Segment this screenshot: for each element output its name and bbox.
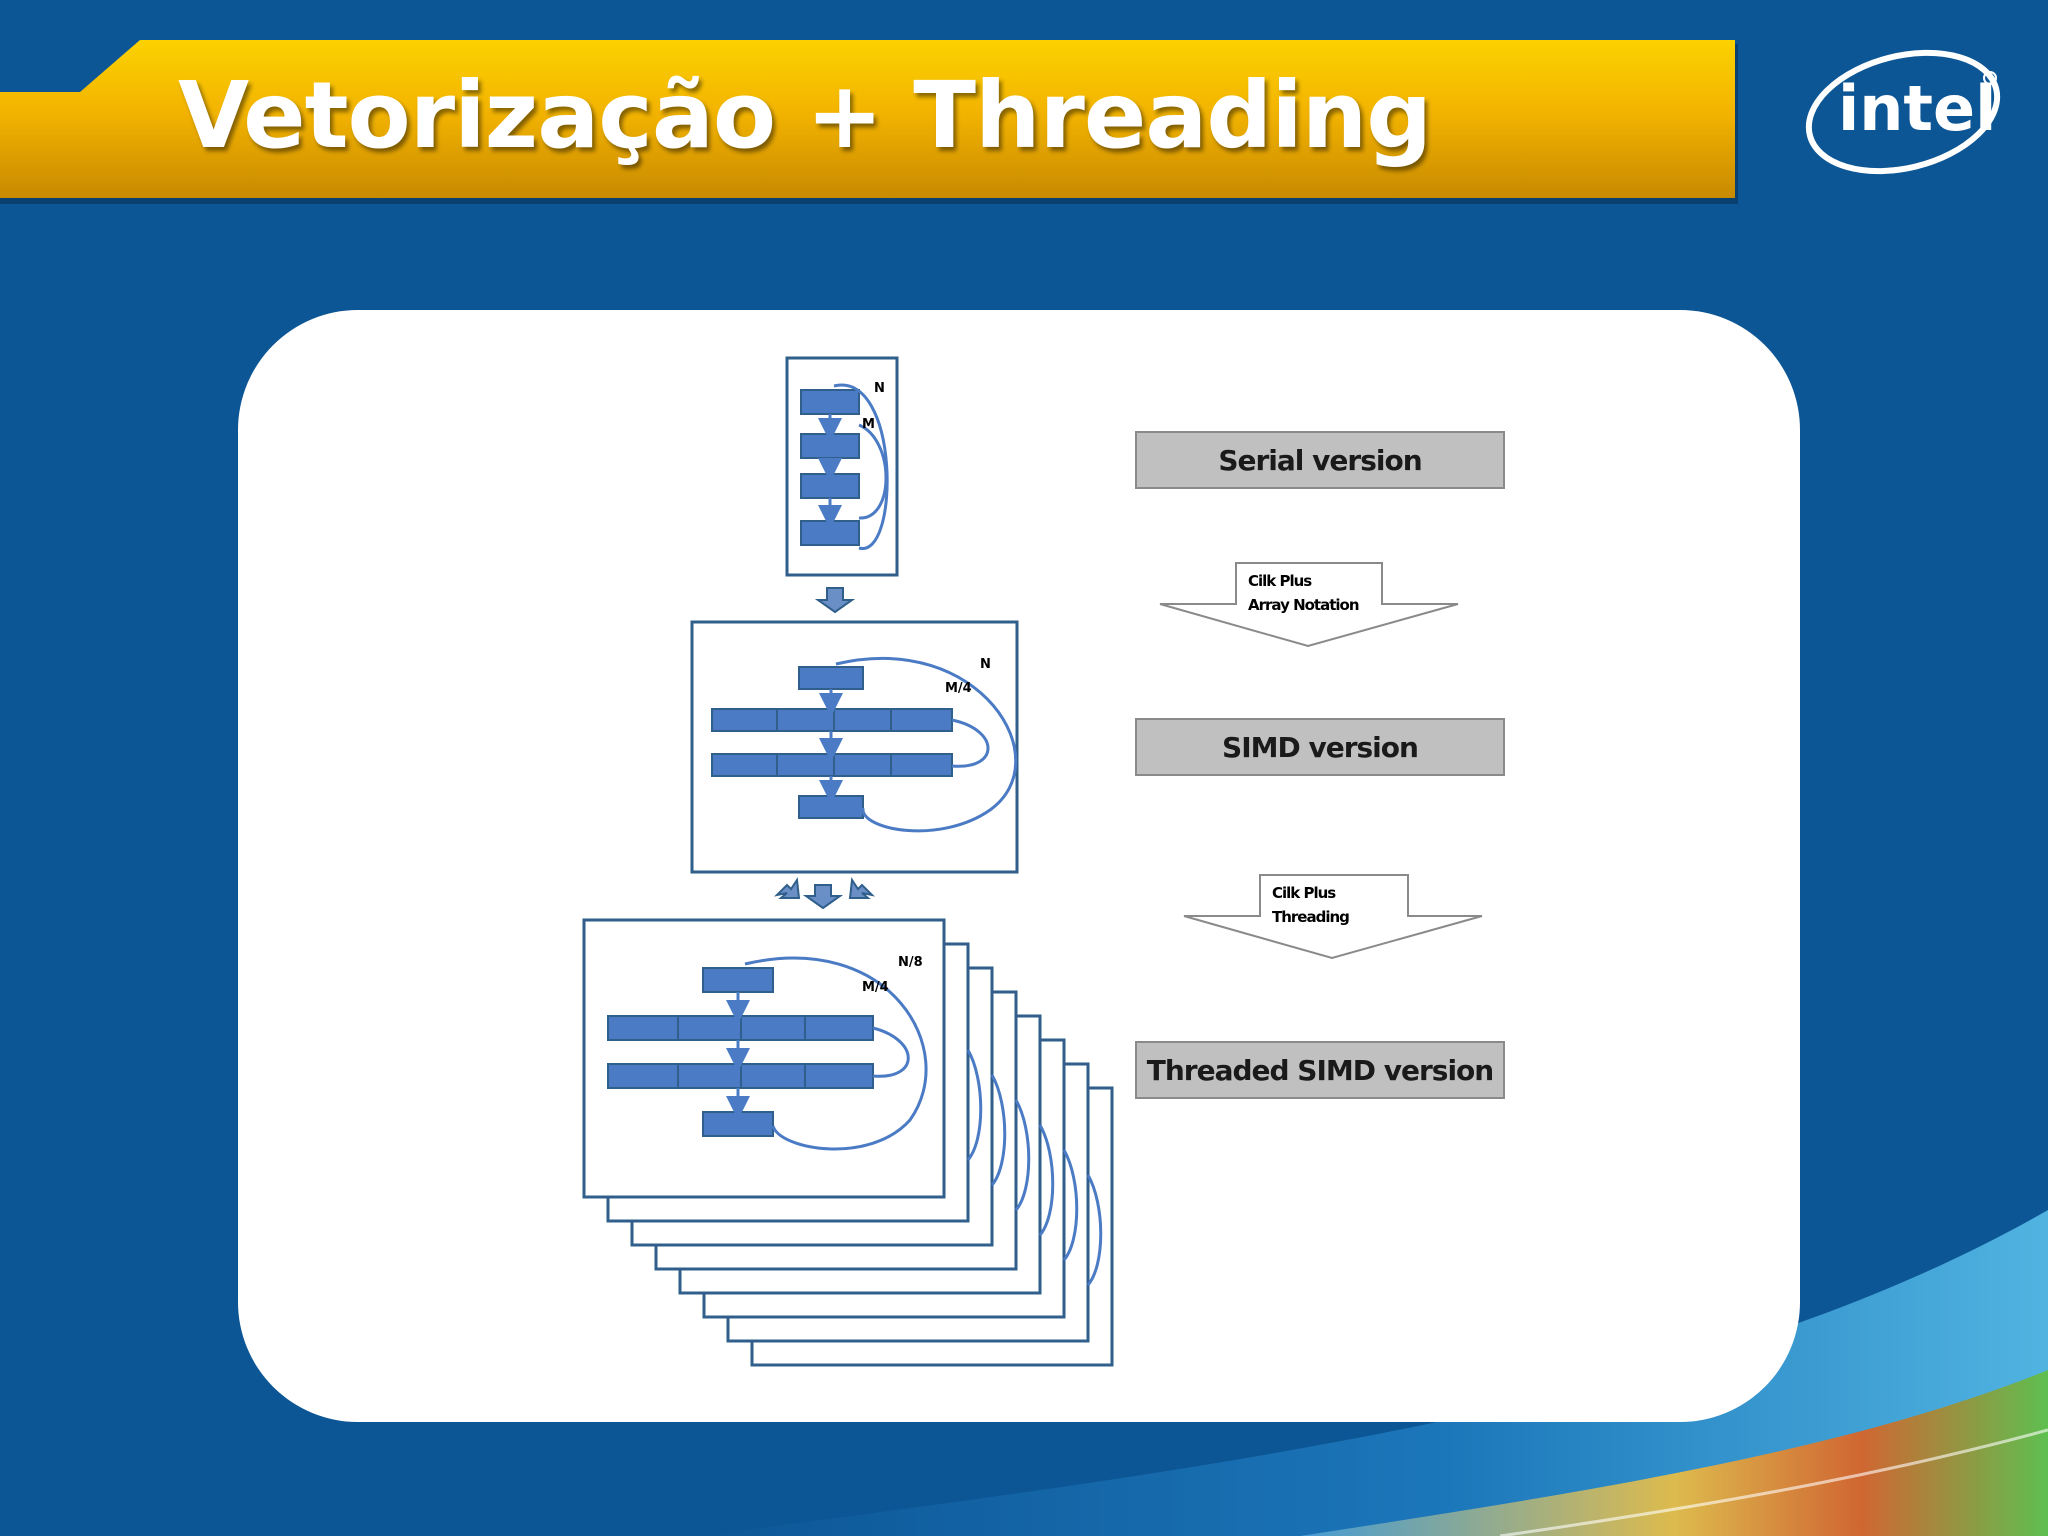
simd-version-label: SIMD version [1135, 718, 1505, 776]
transition-2-line2: Threading [1272, 908, 1350, 926]
threaded-outer-label: N/8 [898, 955, 923, 970]
transition-arrow-threading [1183, 874, 1483, 960]
threaded-simd-version-label: Threaded SIMD version [1135, 1041, 1505, 1099]
transition-arrow-array-notation [1159, 562, 1459, 648]
transition-1-line1: Cilk Plus [1248, 572, 1312, 590]
serial-inner-label: M [862, 417, 875, 432]
transition-1-line2: Array Notation [1248, 596, 1360, 614]
serial-version-label: Serial version [1135, 431, 1505, 489]
threaded-simd-diagram: N/8 M/4 [582, 918, 1114, 1367]
threading-text: Cilk Plus Threading [1272, 881, 1350, 929]
title-banner [0, 40, 1735, 198]
simd-inner-label: M/4 [945, 681, 972, 696]
simd-outer-label: N [980, 657, 991, 672]
threaded-inner-label: M/4 [862, 980, 889, 995]
serial-outer-label: N [874, 381, 884, 396]
intel-logo-text: intel [1838, 72, 1996, 145]
transition-2-line1: Cilk Plus [1272, 884, 1336, 902]
slide-title: Vetorização + Threading [178, 62, 1432, 169]
split-arrows [773, 877, 876, 910]
array-notation-text: Cilk Plus Array Notation [1248, 569, 1360, 617]
simd-diagram: N M/4 [690, 620, 1019, 874]
intel-logo: intel [1805, 49, 2001, 175]
chip-wave-decoration [700, 1210, 2048, 1536]
serial-diagram: N M [785, 356, 899, 577]
down-arrow-1 [814, 587, 856, 614]
